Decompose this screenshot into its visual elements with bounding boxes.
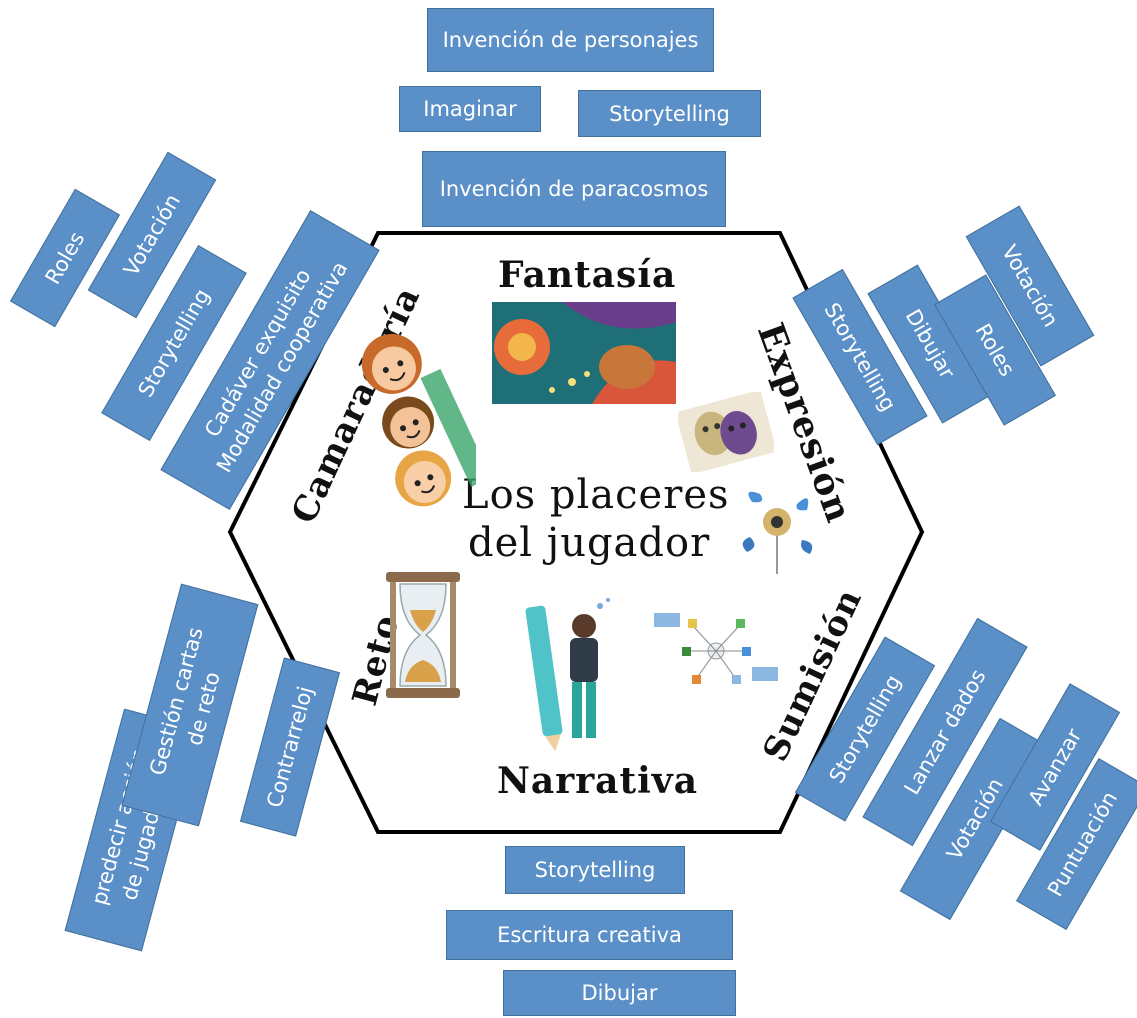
category-narrativa: Narrativa xyxy=(497,760,699,802)
hourglass-image xyxy=(386,572,460,698)
tag-invencion-personajes: Invención de personajes xyxy=(427,8,714,72)
tag-dibujar-narrativa: Dibujar xyxy=(503,970,736,1016)
tag-escritura-creativa: Escritura creativa xyxy=(446,910,733,960)
tag-storytelling-narrativa: Storytelling xyxy=(505,846,685,894)
network-diagram-image xyxy=(654,613,778,684)
butterflies-image xyxy=(742,491,813,574)
tag-invencion-paracosmos: Invención de paracosmos xyxy=(422,151,726,227)
theater-masks-image xyxy=(678,392,774,472)
person-pencil-image xyxy=(525,598,610,752)
center-title-line2: del jugador xyxy=(468,520,711,566)
fantasy-painting-image xyxy=(492,302,676,404)
tag-storytelling-fantasia: Storytelling xyxy=(578,90,761,137)
tag-imaginar: Imaginar xyxy=(399,86,541,132)
center-title-line1: Los placeres xyxy=(462,472,730,518)
category-fantasia: Fantasía xyxy=(498,254,677,296)
kids-illustration xyxy=(361,333,476,507)
